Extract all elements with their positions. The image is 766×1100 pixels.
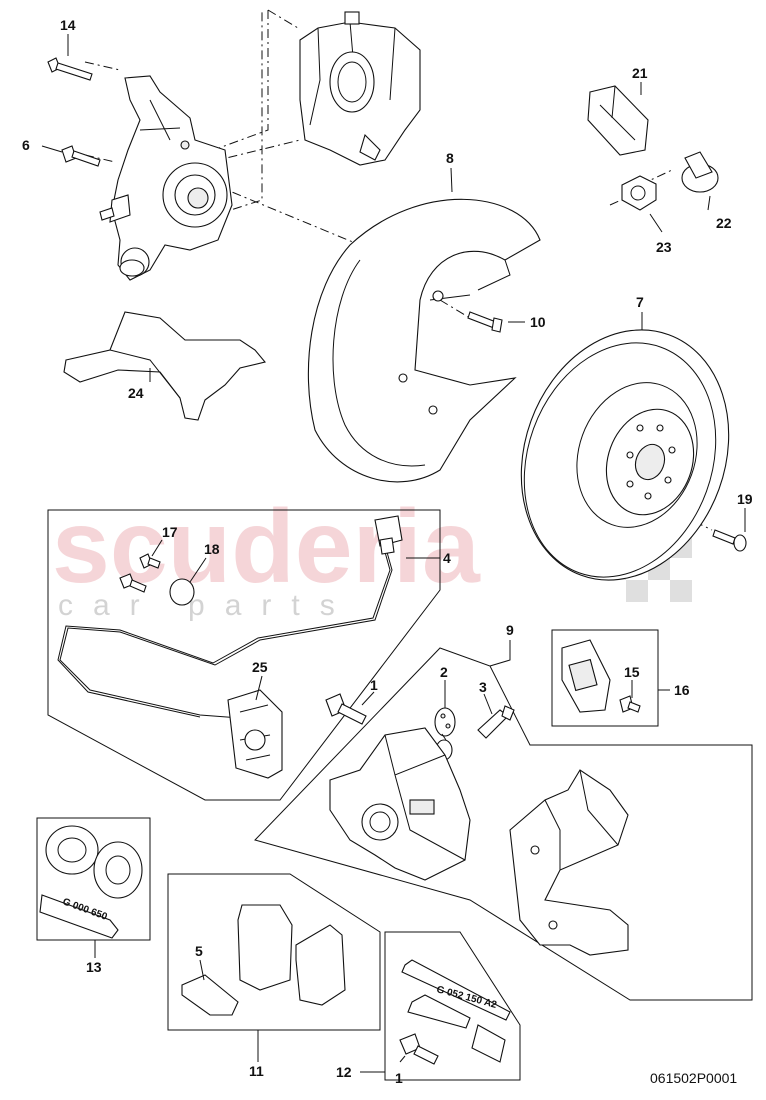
callout-16: 16 <box>674 682 690 698</box>
callout-7: 7 <box>636 294 644 310</box>
watermark-sub: car parts <box>58 589 355 622</box>
bolt-10 <box>467 311 503 333</box>
leader-lines <box>41 34 746 1073</box>
callout-1-top: 1 <box>370 677 378 693</box>
callout-5: 5 <box>195 943 203 959</box>
callouts: 14 6 8 21 22 23 7 10 24 19 4 17 18 25 9 … <box>22 17 753 1086</box>
brake-disc <box>520 329 730 581</box>
callout-14: 14 <box>60 17 76 33</box>
wear-sensor-box <box>47 509 441 801</box>
callout-23: 23 <box>656 239 672 255</box>
bracket-24 <box>63 311 266 421</box>
bleeder-valve-2 <box>434 707 456 761</box>
callout-21: 21 <box>632 65 648 81</box>
callout-4: 4 <box>443 550 451 566</box>
brake-caliper-housing <box>329 727 471 881</box>
callout-11: 11 <box>249 1063 264 1079</box>
brake-pads-box-11 <box>167 873 381 1031</box>
seal-kit-box-13: G 000 650 <box>36 817 151 941</box>
caliper-assembly-box <box>254 647 753 1001</box>
bolt-6 <box>61 145 101 167</box>
guide-pins-box-12: G 052 150 A2 <box>384 931 521 1081</box>
o-ring-18 <box>169 578 195 606</box>
retaining-clip-21 <box>587 85 649 156</box>
bleeder-screw-3 <box>477 705 515 739</box>
steering-knuckle <box>99 75 233 281</box>
callout-6: 6 <box>22 137 30 153</box>
callout-10: 10 <box>530 314 546 330</box>
reference-code: 061502P0001 <box>650 1070 737 1086</box>
callout-15: 15 <box>624 664 640 680</box>
guide-box-16 <box>551 629 659 727</box>
brake-caliper-upper <box>299 11 421 166</box>
callout-12: 12 <box>336 1064 352 1080</box>
callout-8: 8 <box>446 150 454 166</box>
callout-17: 17 <box>162 524 178 540</box>
callout-22: 22 <box>716 215 732 231</box>
caliper-carrier <box>509 769 629 956</box>
callout-2: 2 <box>440 664 448 680</box>
callout-25: 25 <box>252 659 268 675</box>
watermark-main: scuderia <box>52 489 481 605</box>
callout-9: 9 <box>506 622 514 638</box>
callout-1-bottom: 1 <box>395 1070 403 1086</box>
bolt-19 <box>712 529 747 552</box>
callout-24: 24 <box>128 385 144 401</box>
callout-13: 13 <box>86 959 102 975</box>
callout-18: 18 <box>204 541 220 557</box>
screw-17 <box>119 553 161 593</box>
nut-23 <box>621 175 657 211</box>
bolt-14 <box>47 57 93 81</box>
sleeve-22 <box>681 151 719 193</box>
callout-19: 19 <box>737 491 753 507</box>
callout-3: 3 <box>479 679 487 695</box>
brake-shield <box>307 198 541 483</box>
bolt-1-top <box>325 693 367 725</box>
